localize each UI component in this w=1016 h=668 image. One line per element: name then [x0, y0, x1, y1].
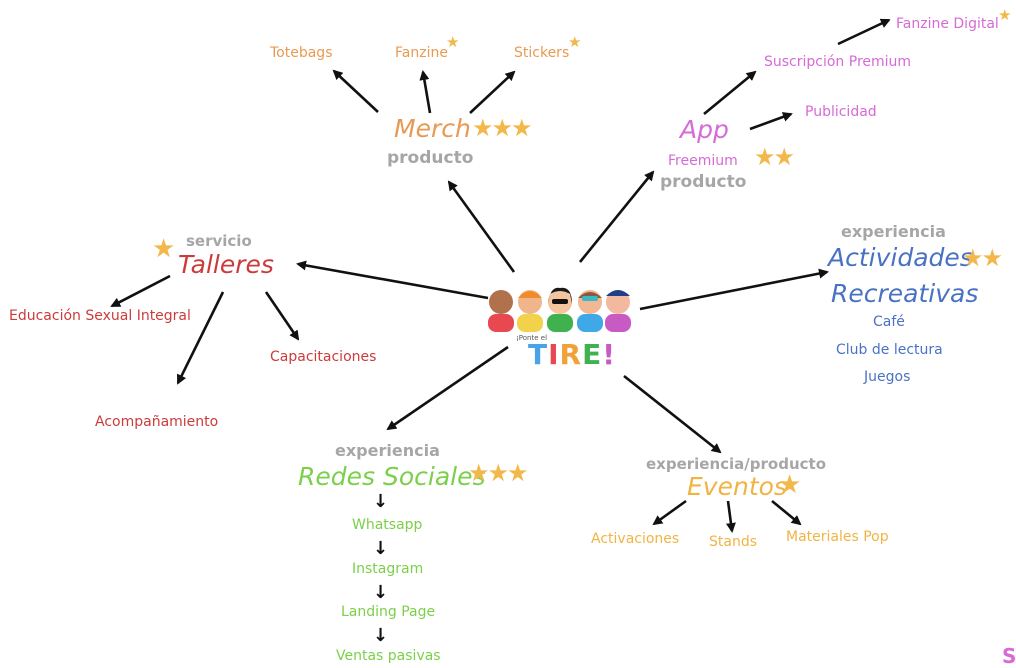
actividades-stars-icon: ★★ — [962, 244, 1003, 272]
actividades-item-cafe: Café — [873, 314, 905, 330]
redes-down-arrow-4: ↓ — [373, 625, 389, 646]
center-small-text: ¡Ponte el — [516, 334, 548, 342]
arrow-center-eventos — [623, 374, 722, 454]
app-item-fanzine-digital: Fanzine Digital — [896, 16, 999, 32]
actividades-title-line1: Actividades — [828, 243, 973, 272]
arrow-eventos-activaciones — [652, 499, 687, 526]
app-category: producto — [660, 172, 747, 192]
actividades-category: experiencia — [841, 222, 946, 241]
redes-item-landing: Landing Page — [341, 604, 436, 620]
arrow-premium-fanzine-digital — [837, 18, 891, 46]
arrow-talleres-acompanamiento — [176, 291, 225, 385]
arrow-talleres-educacion — [110, 274, 171, 308]
redes-item-ventas: Ventas pasivas — [336, 648, 441, 664]
eventos-item-activaciones: Activaciones — [591, 531, 680, 547]
arrow-talleres-capacitaciones — [264, 291, 300, 341]
logo-letter-i: I — [548, 338, 560, 371]
logo-letter-r: R — [559, 338, 583, 371]
eventos-star-icon: ★ — [778, 470, 802, 500]
actividades-item-club: Club de lectura — [836, 342, 943, 358]
arrow-eventos-stands — [725, 500, 736, 533]
eventos-item-stands: Stands — [709, 534, 758, 550]
redes-down-arrow-1: ↓ — [373, 491, 389, 512]
arrow-center-talleres — [296, 260, 489, 300]
arrow-app-publicidad — [749, 112, 793, 131]
talleres-item-capacitaciones: Capacitaciones — [270, 349, 377, 365]
app-item-premium: Suscripción Premium — [764, 54, 912, 70]
redes-stars-icon: ★★★ — [468, 459, 529, 487]
eventos-category: experiencia/producto — [646, 455, 827, 473]
redes-down-arrow-2: ↓ — [373, 538, 389, 559]
actividades-title-line2: Recreativas — [831, 279, 979, 308]
merch-item-fanzine: Fanzine — [395, 45, 448, 61]
arrow-merch-totebags — [332, 69, 379, 113]
arrow-app-premium — [703, 70, 757, 116]
actividades-item-juegos: Juegos — [864, 369, 911, 385]
talleres-star-icon: ★ — [152, 234, 176, 264]
eventos-item-materiales: Materiales Pop — [786, 529, 889, 545]
center-logo: ¡Ponte el TIRE! — [484, 282, 644, 374]
app-item-publicidad: Publicidad — [805, 104, 877, 120]
corner-fragment: S — [1002, 644, 1016, 668]
logo-letter-t: T — [528, 338, 549, 371]
center-logo-text: TIRE! — [528, 338, 616, 371]
talleres-item-educacion: Educación Sexual Integral — [9, 308, 191, 324]
merch-item-stickers: Stickers — [514, 45, 570, 61]
arrow-center-actividades — [639, 268, 829, 311]
redes-down-arrow-3: ↓ — [373, 582, 389, 603]
stickers-star-icon: ★ — [568, 33, 582, 51]
arrow-eventos-materiales — [771, 499, 802, 526]
app-title: App — [680, 115, 729, 144]
talleres-item-acompanamiento: Acompañamiento — [95, 414, 219, 430]
redes-title: Redes Sociales — [298, 462, 486, 491]
arrow-center-redes — [386, 345, 509, 431]
redes-category: experiencia — [335, 441, 440, 460]
app-subtitle: Freemium — [668, 153, 738, 169]
redes-item-whatsapp: Whatsapp — [352, 517, 423, 533]
talleres-category: servicio — [186, 232, 252, 250]
redes-item-instagram: Instagram — [352, 561, 424, 577]
people-illustration — [488, 287, 631, 332]
arrow-center-app — [578, 170, 655, 263]
arrow-merch-stickers — [469, 70, 516, 114]
arrow-center-merch — [447, 180, 516, 273]
fanzine-star-icon: ★ — [446, 33, 460, 51]
merch-category: producto — [387, 148, 474, 168]
talleres-title: Talleres — [178, 250, 274, 279]
fanzine-digital-star-icon: ★ — [998, 6, 1012, 24]
logo-letter-excl: ! — [602, 338, 617, 371]
merch-item-totebags: Totebags — [270, 45, 333, 61]
logo-letter-e: E — [582, 338, 603, 371]
merch-title: Merch — [394, 114, 471, 143]
arrow-merch-fanzine — [419, 70, 432, 114]
eventos-title: Eventos — [687, 472, 787, 501]
merch-stars-icon: ★★★ — [472, 114, 533, 142]
app-stars-icon: ★★ — [754, 143, 795, 171]
